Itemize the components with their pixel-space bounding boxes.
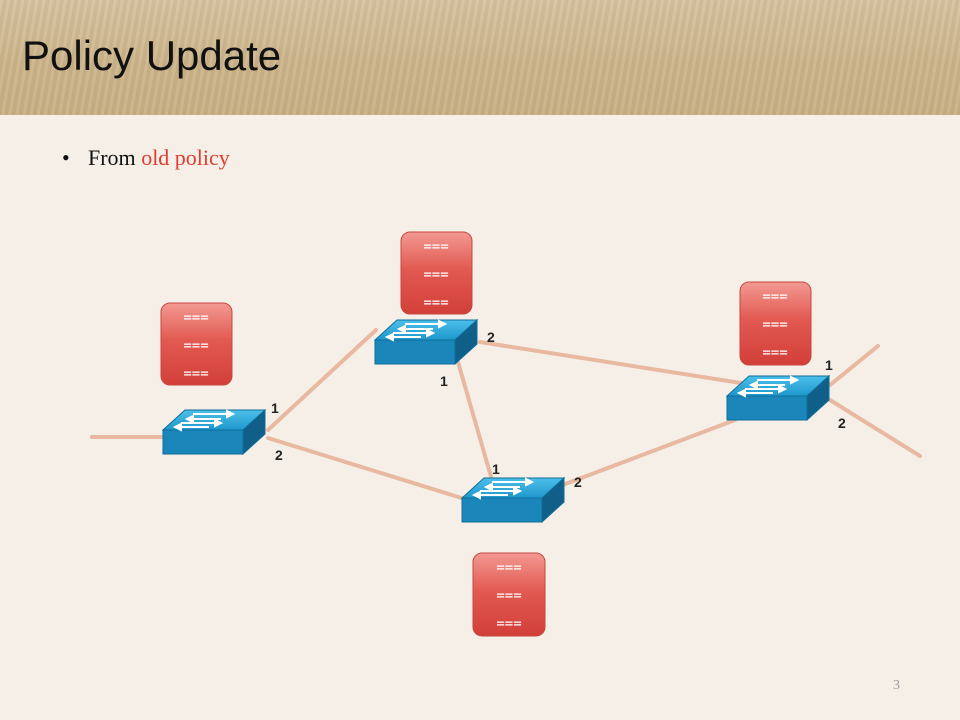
rule-line: === xyxy=(496,560,521,576)
page-number: 3 xyxy=(893,678,900,693)
rule-line: === xyxy=(423,239,448,255)
rule-line: === xyxy=(423,267,448,283)
port-label: 2 xyxy=(838,415,846,431)
rule-line: === xyxy=(762,317,787,333)
rule-line: === xyxy=(762,345,787,361)
switch-bottom xyxy=(461,477,565,523)
switch-left xyxy=(162,409,266,455)
port-label: 2 xyxy=(574,474,582,490)
link-s3-s4 xyxy=(558,418,737,488)
port-label: 1 xyxy=(271,400,279,416)
bullet-emphasis: old policy xyxy=(141,145,230,170)
bullet-text: From xyxy=(88,145,142,170)
rule-line: === xyxy=(496,616,521,632)
switch-right xyxy=(726,375,830,421)
link-s4-out-top xyxy=(828,344,880,387)
rule-line: === xyxy=(496,588,521,604)
bullet-item: • From old policy xyxy=(62,145,230,171)
rule-line: === xyxy=(762,289,787,305)
rule-table-left: === === === xyxy=(160,302,233,386)
port-label: 1 xyxy=(492,461,500,477)
title-banner xyxy=(0,0,960,115)
switch-top xyxy=(374,319,478,365)
rule-line: === xyxy=(183,310,208,326)
bullet-dot: • xyxy=(62,145,70,170)
rule-line: === xyxy=(183,338,208,354)
link-s2-s4 xyxy=(478,340,762,388)
slide-title: Policy Update xyxy=(22,32,282,79)
rule-line: === xyxy=(183,366,208,382)
rule-table-top: === === === xyxy=(400,231,473,315)
port-label: 1 xyxy=(440,373,448,389)
link-s1-s2 xyxy=(266,328,378,432)
link-s2-s3 xyxy=(456,360,494,482)
link-s1-s3 xyxy=(266,436,470,502)
port-label: 2 xyxy=(275,447,283,463)
port-label: 1 xyxy=(825,357,833,373)
rule-line: === xyxy=(423,295,448,311)
rule-table-right: === === === xyxy=(739,281,812,366)
port-label: 2 xyxy=(487,329,495,345)
rule-table-bottom: === === === xyxy=(472,552,546,637)
link-s4-out-bottom xyxy=(828,398,922,458)
